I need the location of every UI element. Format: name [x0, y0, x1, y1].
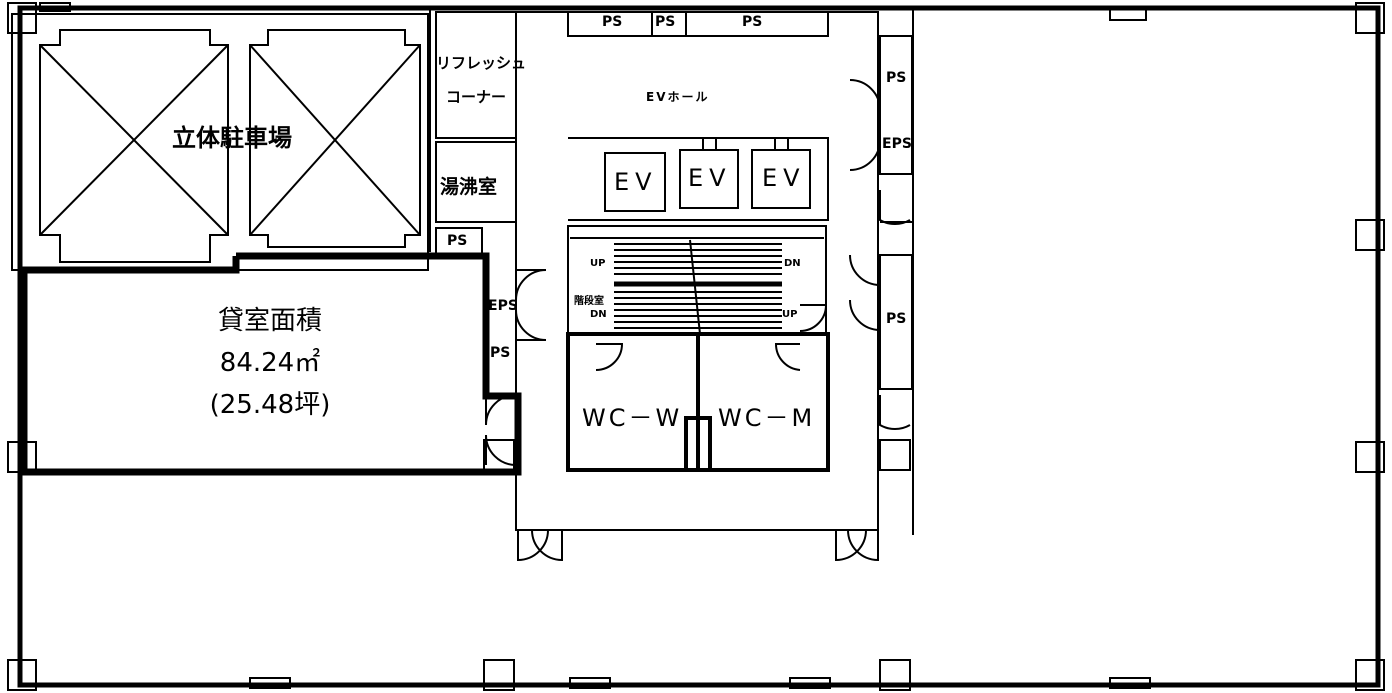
ps-label-right-1: PS: [886, 70, 907, 86]
rental-area-title: 貸室面積: [217, 306, 322, 336]
rental-area-outline: [20, 252, 522, 476]
ps-label-left: PS: [490, 345, 511, 361]
stair-room-label: 階段室: [574, 296, 604, 307]
elevator-shaft-2: [679, 149, 739, 209]
stair-dn-label-2: DN: [590, 309, 607, 320]
elevator-2-label: EV: [688, 164, 732, 192]
refresh-corner-label-2: コーナー: [446, 88, 507, 106]
column: [879, 659, 911, 691]
wc-women-label: WC－W: [582, 404, 683, 432]
ev-hall-label: EVホール: [646, 90, 710, 104]
column: [7, 2, 37, 34]
parking-label: 立体駐車場: [172, 124, 292, 152]
ps-label-kitchen: PS: [447, 233, 468, 249]
rental-area-info: 貸室面積 84.24㎡ (25.48坪): [150, 300, 390, 426]
elevator-shaft-1: [604, 152, 666, 212]
elevator-1-label: EV: [614, 168, 658, 196]
column: [1355, 2, 1385, 34]
ps-label-right-2: PS: [886, 311, 907, 327]
column: [879, 439, 911, 471]
rental-area-m2: 84.24㎡: [219, 348, 321, 378]
rental-area-tsubo: (25.48坪): [209, 390, 331, 420]
ps-label-top-3: PS: [742, 14, 763, 30]
elevator-shaft-3: [751, 149, 811, 209]
stair-up-label-1: UP: [590, 258, 606, 269]
stair-up-label-2: UP: [782, 309, 798, 320]
stair-dn-label-1: DN: [784, 258, 801, 269]
eps-label-right: EPS: [882, 136, 912, 152]
wc-men-label: WC－M: [718, 404, 816, 432]
ps-label-top-2: PS: [655, 14, 676, 30]
column: [1355, 219, 1385, 251]
column: [483, 659, 515, 691]
kitchen-label: 湯沸室: [440, 176, 498, 198]
column: [1355, 659, 1385, 691]
outer-wall: [17, 5, 1381, 688]
eps-label-left: EPS: [488, 298, 518, 314]
column: [1355, 441, 1385, 473]
refresh-corner-label-1: リフレッシュ: [436, 54, 527, 72]
ps-label-top-1: PS: [602, 14, 623, 30]
column: [7, 659, 37, 691]
elevator-3-label: EV: [762, 164, 806, 192]
